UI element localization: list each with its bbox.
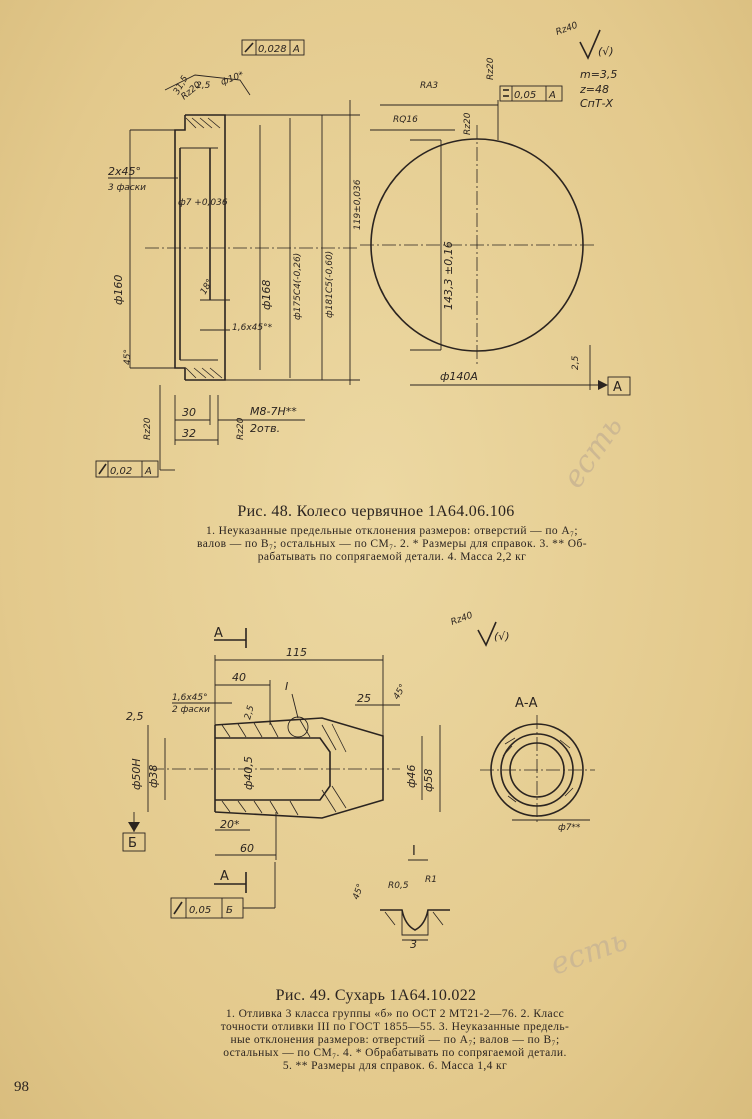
svg-text:18°: 18° xyxy=(199,278,216,297)
svg-text:R1: R1 xyxy=(425,875,437,885)
datum-b-box: Б xyxy=(122,812,146,852)
svg-text:z=48: z=48 xyxy=(579,83,609,96)
svg-text:119±0,036: 119±0,036 xyxy=(353,179,363,230)
svg-text:Rz40: Rz40 xyxy=(450,611,475,628)
wheel-front-view: 143,3 ±0,16 ф140А RА3 RQ16 Rz20 Rz20 2,5 xyxy=(360,57,605,390)
svg-text:Б: Б xyxy=(226,905,233,916)
svg-text:ф181С5(-0,60): ф181С5(-0,60) xyxy=(325,251,335,318)
wheel-section xyxy=(129,100,360,471)
svg-text:0,028: 0,028 xyxy=(258,44,287,55)
svg-text:I: I xyxy=(285,680,288,693)
svg-text:20*: 20* xyxy=(220,818,240,831)
svg-text:143,3 ±0,16: 143,3 ±0,16 xyxy=(442,241,455,310)
tolerance-frame-fig49: 0,05 Б xyxy=(170,862,276,919)
svg-text:(√): (√) xyxy=(598,45,614,58)
figure49-note-line3: ные отклонения размеров: отверстий — по … xyxy=(230,1034,560,1046)
figure49-note: 1. Отливка 3 класса группы «б» по ОСТ 2 … xyxy=(100,1008,690,1073)
section-a-a: А-А ф7** xyxy=(480,696,595,833)
svg-text:30: 30 xyxy=(182,406,196,419)
svg-text:0,05: 0,05 xyxy=(189,905,211,916)
svg-text:СпТ-Х: СпТ-Х xyxy=(580,97,614,110)
svg-text:I: I xyxy=(412,844,416,859)
svg-text:45°: 45° xyxy=(123,349,133,365)
svg-text:0,02: 0,02 xyxy=(110,466,132,477)
svg-text:0,05: 0,05 xyxy=(514,90,536,101)
svg-text:2отв.: 2отв. xyxy=(250,422,280,435)
tolerance-frame-bottom: 0,02 A xyxy=(95,460,159,478)
figure48-note-line3: рабатывать по сопрягаемой детали. 4. Мас… xyxy=(257,551,527,563)
svg-text:ф40,5: ф40,5 xyxy=(242,756,255,790)
svg-text:45°: 45° xyxy=(392,683,409,702)
svg-text:(√): (√) xyxy=(494,630,510,643)
figure48-note-line1: 1. Неуказанные предельные отклонения раз… xyxy=(205,525,579,537)
svg-text:2х45°: 2х45° xyxy=(108,165,141,178)
svg-text:A: A xyxy=(548,90,556,101)
tolerance-frame-top: 0,028 A xyxy=(241,39,305,56)
figure49-note-line2: точности отливки III по ГОСТ 1855—55. 3.… xyxy=(220,1021,570,1033)
figure49-caption: Рис. 49. Сухарь 1А64.10.022 xyxy=(275,987,477,1004)
svg-text:Rz20: Rz20 xyxy=(486,57,496,80)
svg-text:25: 25 xyxy=(357,692,371,705)
svg-text:3 фаски: 3 фаски xyxy=(108,183,146,193)
figure49-note-line4: остальных — по СМ₇. 4. * Обрабатывать по… xyxy=(223,1047,567,1059)
svg-text:115: 115 xyxy=(286,646,307,659)
page-number: 98 xyxy=(14,1079,29,1095)
svg-text:А: А xyxy=(220,869,229,884)
figure49-note-line5: 5. ** Размеры для справок. 6. Масса 1,4 … xyxy=(282,1060,508,1072)
svg-text:ф160: ф160 xyxy=(112,275,125,305)
svg-text:40: 40 xyxy=(232,671,246,684)
svg-text:RА3: RА3 xyxy=(420,81,438,91)
figure48-drawing: 0,028 A xyxy=(95,21,631,495)
svg-text:есть: есть xyxy=(556,410,630,495)
svg-text:ф58: ф58 xyxy=(422,769,435,792)
svg-text:2,5: 2,5 xyxy=(126,710,144,723)
figure48-caption: Рис. 48. Колесо червячное 1А64.06.106 xyxy=(237,503,515,520)
svg-text:М8-7Н**: М8-7Н** xyxy=(250,405,297,418)
svg-text:R0,5: R0,5 xyxy=(388,881,409,891)
svg-text:ф175С4(-0,26): ф175С4(-0,26) xyxy=(293,253,303,320)
svg-text:60: 60 xyxy=(240,842,254,855)
svg-text:RQ16: RQ16 xyxy=(393,115,418,125)
svg-text:m=3,5: m=3,5 xyxy=(580,68,617,81)
svg-text:ф7 +0,036: ф7 +0,036 xyxy=(178,198,228,208)
figure49-drawing: А Rz40 (√) xyxy=(122,611,633,983)
slider-section xyxy=(150,716,400,819)
svg-text:А-А: А-А xyxy=(515,696,538,711)
svg-text:ф38: ф38 xyxy=(147,765,160,788)
svg-text:А: А xyxy=(214,626,223,641)
svg-text:ф140А: ф140А xyxy=(440,370,478,383)
svg-text:3: 3 xyxy=(410,938,417,951)
svg-text:32: 32 xyxy=(182,427,196,440)
svg-text:2 фаски: 2 фаски xyxy=(172,705,210,715)
svg-text:Rz20: Rz20 xyxy=(236,417,246,440)
svg-text:ф168: ф168 xyxy=(260,280,273,310)
svg-text:Б: Б xyxy=(128,836,137,851)
figure48-note-line2: валов — по В₇; остальных — по СМ₇. 2. * … xyxy=(197,538,587,550)
svg-text:1,6х45°: 1,6х45° xyxy=(172,693,208,703)
svg-text:есть: есть xyxy=(546,922,633,982)
tolerance-frame-right: 0,05 A xyxy=(499,85,563,102)
datum-a-box: A xyxy=(598,376,631,396)
svg-text:Rz20: Rz20 xyxy=(143,417,153,440)
svg-text:A: A xyxy=(613,380,622,395)
svg-text:ф7**: ф7** xyxy=(558,823,581,833)
svg-text:2,5: 2,5 xyxy=(571,355,581,370)
svg-text:ф46: ф46 xyxy=(405,765,418,788)
detail-i: I 3 R0,5 R1 45° xyxy=(351,844,450,951)
figure49-note-line1: 1. Отливка 3 класса группы «б» по ОСТ 2 … xyxy=(225,1008,565,1020)
svg-text:Rz20: Rz20 xyxy=(463,112,473,135)
svg-text:2,5: 2,5 xyxy=(196,81,211,91)
svg-text:ф50Н: ф50Н xyxy=(130,758,143,790)
figure48-note: 1. Неуказанные предельные отклонения раз… xyxy=(92,525,692,564)
svg-text:A: A xyxy=(292,44,300,55)
svg-text:1,6х45°*: 1,6х45°* xyxy=(232,323,273,333)
svg-text:A: A xyxy=(144,466,152,477)
svg-text:Rz40: Rz40 xyxy=(555,21,580,38)
svg-text:45°: 45° xyxy=(351,883,366,901)
svg-text:2,5: 2,5 xyxy=(243,704,256,721)
